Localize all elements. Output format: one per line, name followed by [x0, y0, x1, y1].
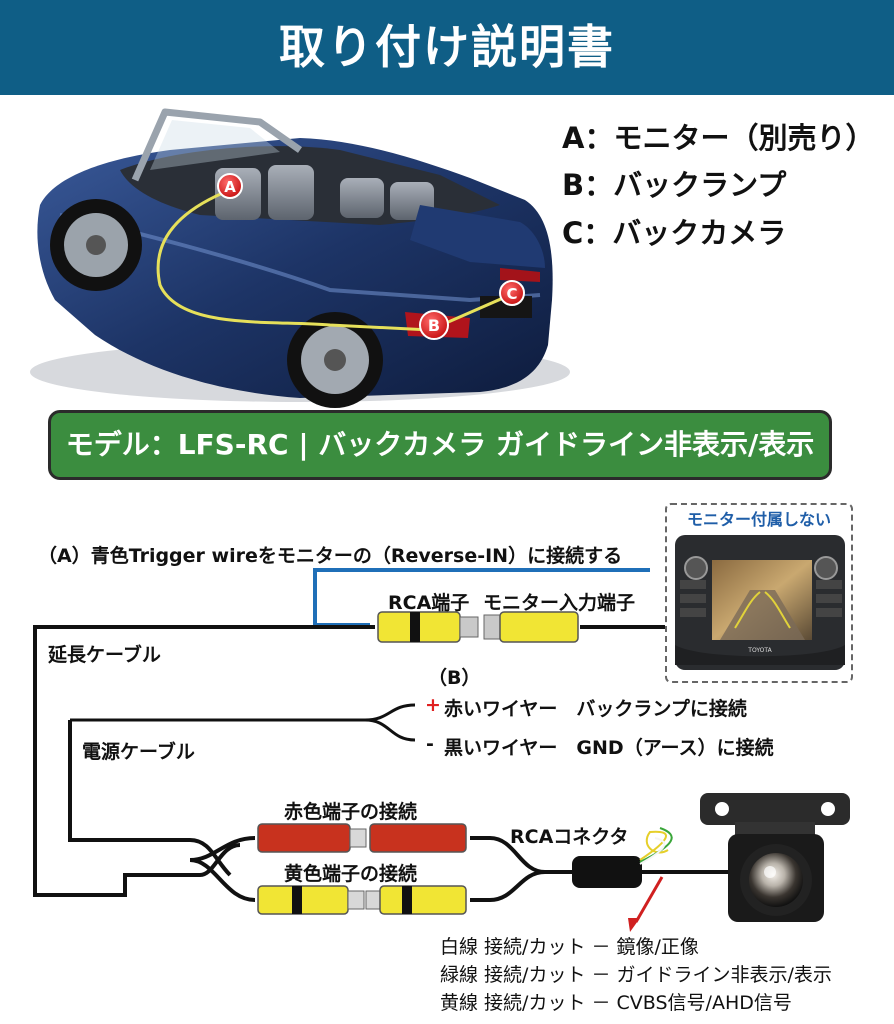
- rca-connector-top-right: [483, 611, 579, 643]
- red-wire-label: 赤いワイヤー バックランプに接続: [444, 698, 747, 720]
- note-white-wire: 白線 接続/カット － 鏡像/正像: [440, 936, 699, 958]
- monitor-not-included-note: モニター付属しない: [686, 510, 831, 529]
- car-illustration: [30, 108, 570, 408]
- header-bar: [0, 0, 894, 95]
- minus-sign: -: [426, 733, 434, 755]
- car-marker-b-label: B: [428, 316, 440, 335]
- car-monitor: TOYOTA: [675, 535, 845, 670]
- monitor-input-label: モニター入力端子: [483, 592, 636, 614]
- section-b-label: （B）: [428, 667, 481, 689]
- rca-terminal-label: RCA端子: [388, 592, 470, 614]
- model-banner: [48, 410, 832, 480]
- page-title: 取り付け説明書: [279, 20, 615, 74]
- car-marker-c-label: C: [506, 285, 517, 303]
- monitor-brand: TOYOTA: [747, 647, 772, 654]
- car-marker-b: B: [419, 310, 449, 340]
- power-cable-line: [68, 720, 232, 877]
- extension-cable-line: [33, 625, 375, 897]
- rca-connector-box: [572, 856, 642, 888]
- model-banner-text: モデル：LFS-RC | バックカメラ ガイドライン非表示/表示: [65, 428, 815, 461]
- car-marker-a: A: [217, 173, 243, 199]
- plus-sign: +: [425, 694, 441, 716]
- trigger-wire-label: （A）青色Trigger wireをモニターの（Reverse-IN）に接続する: [38, 545, 623, 567]
- rca-connector-top-left: [377, 611, 479, 643]
- car-marker-c: C: [499, 280, 525, 306]
- legend-c: C：バックカメラ: [562, 216, 787, 250]
- red-connector-left: [257, 823, 367, 853]
- note-green-wire: 緑線 接続/カット － ガイドライン非表示/表示: [440, 964, 832, 986]
- trigger-wire: [313, 568, 650, 625]
- yellow-connector-left: [257, 885, 365, 915]
- car-marker-a-label: A: [224, 178, 236, 196]
- legend-a: A：モニター（別売り）: [562, 121, 875, 155]
- red-connection-label: 赤色端子の接続: [284, 801, 418, 823]
- black-wire-label: 黒いワイヤー GND（アース）に接続: [444, 737, 774, 759]
- red-connector-right: [369, 823, 467, 853]
- power-cable-label: 電源ケーブル: [82, 741, 195, 763]
- monitor-note-box: [665, 503, 853, 683]
- backup-camera: [700, 793, 850, 922]
- yellow-connection-label: 黄色端子の接続: [284, 863, 418, 885]
- note-yellow-wire: 黄線 接続/カット － CVBS信号/AHD信号: [440, 992, 792, 1014]
- extension-cable-label: 延長ケーブル: [48, 644, 161, 666]
- yellow-connector-right: [365, 885, 467, 915]
- rca-connector-label: RCAコネクタ: [510, 826, 629, 848]
- legend-b: B：バックランプ: [562, 168, 787, 202]
